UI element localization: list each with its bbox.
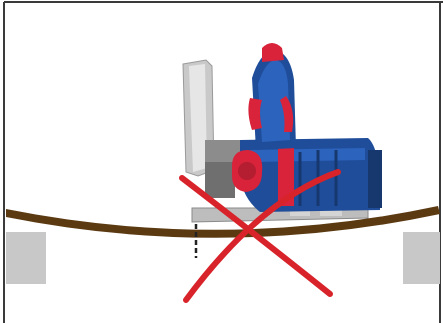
- circular-saw-icon: [183, 43, 382, 222]
- right-support-icon: [403, 232, 440, 284]
- left-support-icon: [6, 232, 46, 284]
